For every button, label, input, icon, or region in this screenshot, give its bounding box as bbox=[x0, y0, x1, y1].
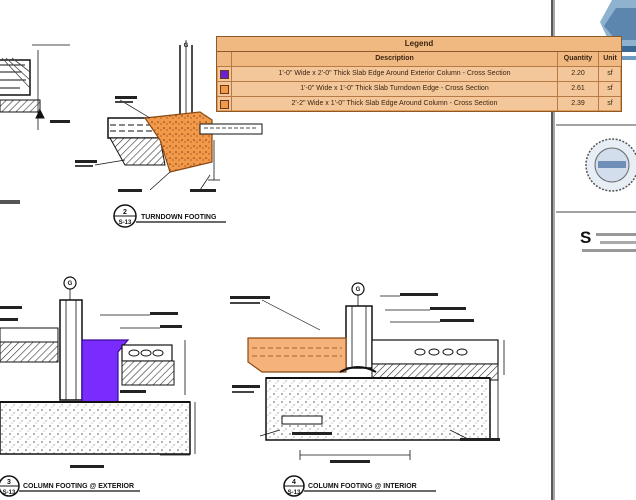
legend-header-unit: Unit bbox=[603, 55, 617, 62]
legend-title: Legend bbox=[217, 37, 621, 52]
detail-3-number: 3 bbox=[7, 479, 11, 486]
legend-row-description: 2'-2" Wide x 1'-0" Thick Slab Edge Aroun… bbox=[232, 97, 558, 111]
legend-header-quantity: Quantity bbox=[558, 52, 599, 66]
interior-slab-edge-fill bbox=[247, 337, 347, 373]
engineer-seal bbox=[585, 138, 636, 192]
legend-color-swatch bbox=[220, 85, 229, 94]
detail-4-callout bbox=[283, 475, 436, 497]
title-block-logo-letter: S bbox=[580, 228, 591, 247]
detail-2-callout bbox=[113, 204, 226, 228]
grid-bubble-label: G bbox=[356, 287, 361, 293]
detail-3-column-footing-exterior bbox=[0, 276, 196, 468]
legend-header-row: Description Quantity Unit bbox=[217, 52, 621, 67]
detail-3-title: COLUMN FOOTING @ EXTERIOR bbox=[23, 483, 134, 490]
legend-row-unit: sf bbox=[607, 100, 613, 107]
detail-3-sheet: S-13 bbox=[3, 490, 16, 496]
detail-4-number: 4 bbox=[292, 479, 296, 486]
legend-color-swatch bbox=[220, 70, 229, 79]
detail-2-sheet: S-13 bbox=[119, 220, 132, 226]
legend-row-description: 1'-0" Wide x 1'-0" Thick Slab Turndown E… bbox=[232, 82, 558, 96]
grid-bubble-label: G bbox=[68, 281, 73, 287]
detail-4-title: COLUMN FOOTING @ INTERIOR bbox=[308, 483, 417, 490]
detail-top-left bbox=[0, 44, 70, 204]
legend-row-unit: sf bbox=[607, 85, 613, 92]
legend-row[interactable]: 1'-0" Wide x 2'-0" Thick Slab Edge Aroun… bbox=[217, 67, 621, 82]
exterior-slab-edge-fill bbox=[81, 339, 130, 403]
legend-color-swatch bbox=[220, 100, 229, 109]
detail-3-callout bbox=[0, 475, 140, 497]
legend-panel[interactable]: Legend Description Quantity Unit 1'-0" W… bbox=[216, 36, 622, 112]
detail-2-title: TURNDOWN FOOTING bbox=[141, 214, 217, 221]
legend-row-quantity: 2.20 bbox=[558, 67, 599, 81]
legend-row-unit: sf bbox=[607, 70, 613, 77]
grid-bubble-label: G bbox=[184, 43, 189, 49]
legend-row[interactable]: 2'-2" Wide x 1'-0" Thick Slab Edge Aroun… bbox=[217, 97, 621, 111]
detail-4-sheet: S-13 bbox=[288, 490, 301, 496]
title-block-notes bbox=[582, 233, 636, 252]
legend-row-quantity: 2.61 bbox=[558, 82, 599, 96]
detail-4-column-footing-interior bbox=[230, 282, 505, 463]
detail-2-number: 2 bbox=[123, 209, 127, 216]
legend-row-description: 1'-0" Wide x 2'-0" Thick Slab Edge Aroun… bbox=[232, 67, 558, 81]
turndown-edge-fill bbox=[143, 111, 213, 173]
legend-row[interactable]: 1'-0" Wide x 1'-0" Thick Slab Turndown E… bbox=[217, 82, 621, 97]
legend-header-swatch bbox=[217, 52, 232, 66]
detail-2-turndown-footing bbox=[75, 40, 263, 192]
legend-header-description: Description bbox=[232, 52, 558, 66]
legend-row-quantity: 2.39 bbox=[558, 97, 599, 111]
